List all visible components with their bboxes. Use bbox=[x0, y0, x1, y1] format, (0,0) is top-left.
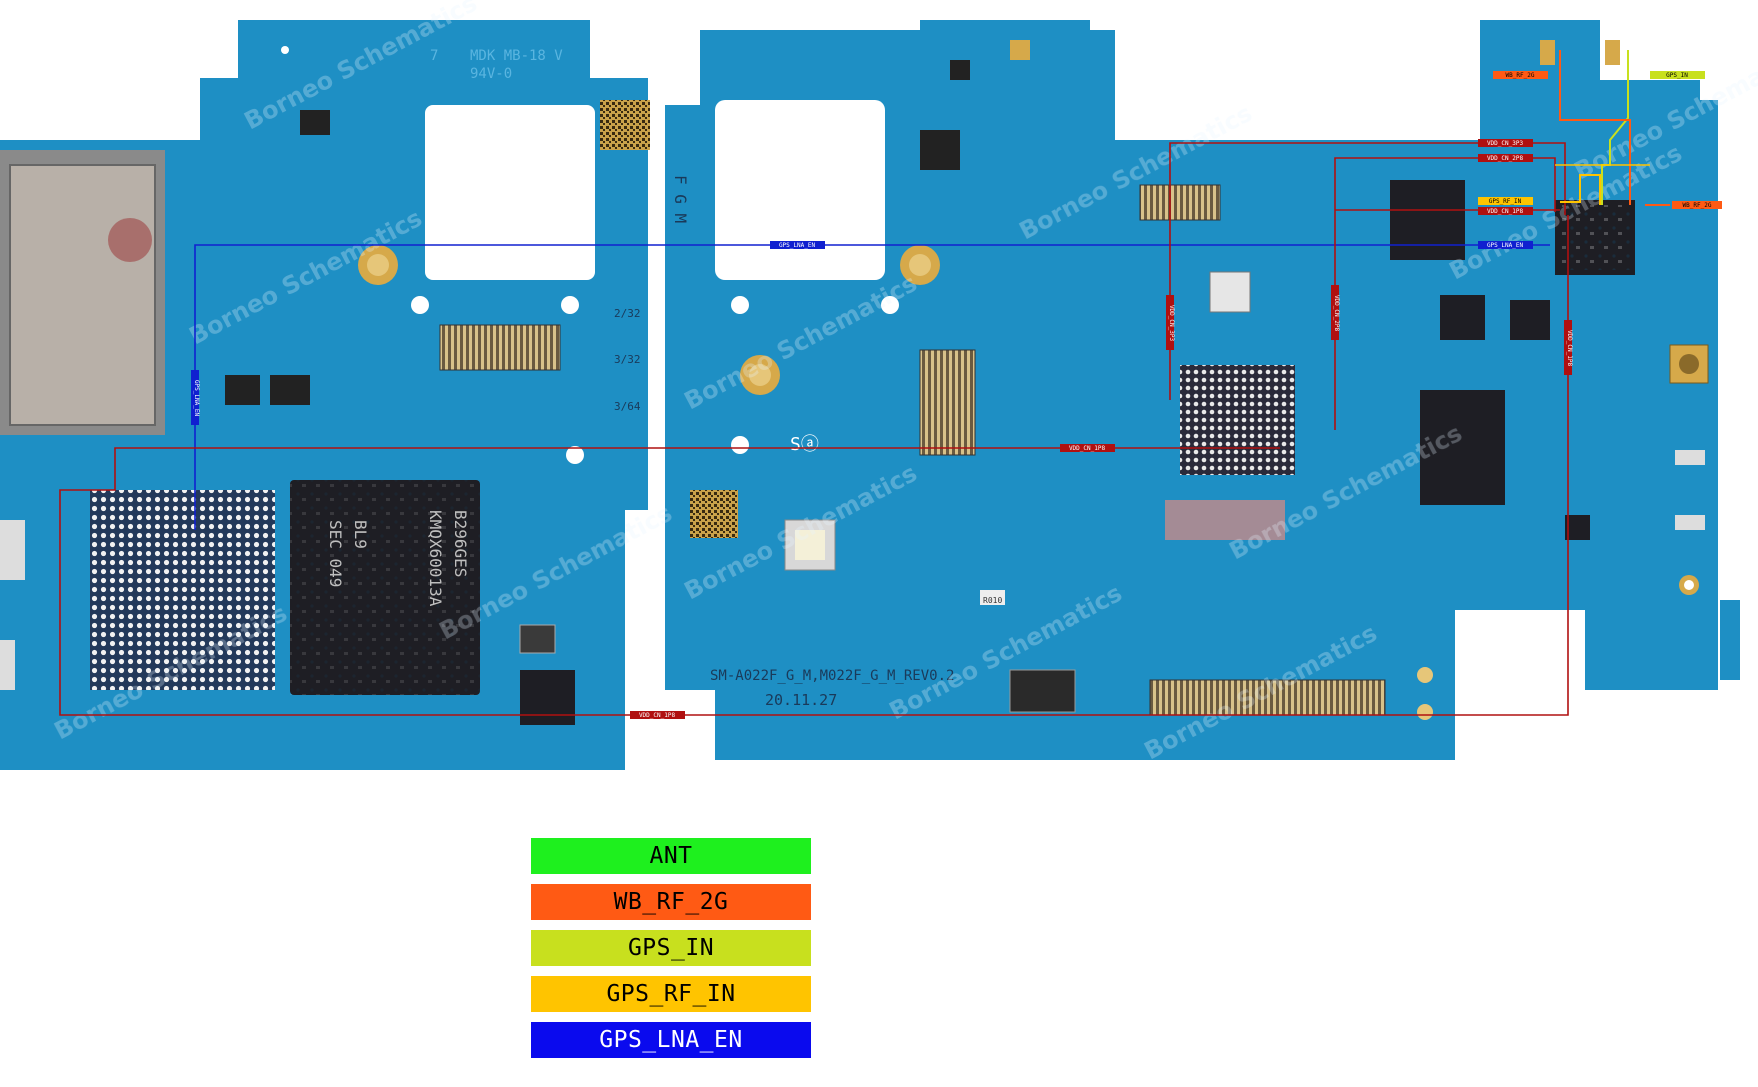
svg-text:VDD_CN_1P8: VDD_CN_1P8 bbox=[639, 712, 676, 719]
net-label-wb-rf-2g-right: WB_RF_2G bbox=[1672, 201, 1722, 209]
net-label-vdd-cn-1p8-right: VDD_CN_1P8 bbox=[1564, 320, 1573, 375]
svg-text:GPS_LNA_EN: GPS_LNA_EN bbox=[779, 242, 816, 249]
svg-text:WB_RF_2G: WB_RF_2G bbox=[1506, 72, 1535, 79]
trace-gps-rf-in bbox=[1560, 174, 1601, 205]
net-label-gps-lna-en-right: GPS_LNA_EN bbox=[1478, 241, 1533, 249]
trace-vdd-cn-1p8 bbox=[59, 215, 1569, 716]
legend-wb-rf-2g: WB_RF_2G bbox=[531, 884, 811, 920]
pcb-board-diagram: SEC 049 BL9 KMQX60013A B296GES 7 MDK MB-… bbox=[0, 20, 1740, 770]
trace-gps-in bbox=[1601, 50, 1629, 205]
net-label-gps-in: GPS_IN bbox=[1650, 71, 1705, 79]
chip-text-4: B296GES bbox=[451, 510, 470, 577]
svg-text:VDD_CN_2P8: VDD_CN_2P8 bbox=[1333, 295, 1340, 332]
net-label-gps-rf-in: GPS_RF_IN bbox=[1478, 197, 1533, 205]
fraction-3-32: 3/32 bbox=[614, 353, 641, 366]
net-label-vdd-cn-2p8-vert: VDD_CN_2P8 bbox=[1331, 285, 1340, 340]
net-label-vdd-cn-2p8-top: VDD_CN_2P8 bbox=[1478, 154, 1533, 162]
net-label-gps-lna-en-left: GPS_LNA_EN bbox=[191, 370, 200, 425]
samsung-logo-icon: Sⓐ bbox=[790, 434, 819, 455]
chip-text-1: SEC 049 bbox=[326, 520, 345, 587]
svg-text:VDD_CN_3P3: VDD_CN_3P3 bbox=[1487, 140, 1524, 147]
fgm-text: F G M bbox=[671, 175, 690, 223]
net-label-gps-lna-en-top: GPS_LNA_EN bbox=[770, 241, 825, 249]
legend-gps-lna-en-label: GPS_LNA_EN bbox=[599, 1027, 743, 1053]
legend-gps-lna-en: GPS_LNA_EN bbox=[531, 1022, 811, 1058]
left-board: SEC 049 BL9 KMQX60013A B296GES 7 MDK MB-… bbox=[0, 20, 650, 770]
legend-ant: ANT bbox=[531, 838, 811, 874]
trace-vdd-cn-3p3 bbox=[1169, 142, 1566, 400]
legend-gps-rf-in-label: GPS_RF_IN bbox=[606, 981, 736, 1007]
v0-text: 94V-0 bbox=[470, 66, 512, 82]
legend-gps-in: GPS_IN bbox=[531, 930, 811, 966]
net-label-layer: GPS_LNA_EN GPS_LNA_EN GPS_LNA_EN VDD_CN_… bbox=[191, 71, 1722, 719]
legend-gps-rf-in: GPS_RF_IN bbox=[531, 976, 811, 1012]
legend-ant-label: ANT bbox=[649, 843, 693, 869]
fraction-3-64: 3/64 bbox=[614, 400, 641, 413]
net-label-vdd-cn-1p8-stack: VDD_CN_1P8 bbox=[1478, 207, 1533, 215]
svg-text:WB_RF_2G: WB_RF_2G bbox=[1683, 202, 1712, 209]
middle-board: F G M SM-A022F_G_M,M022F_G_M_REV0.2 20.1… bbox=[358, 20, 1455, 760]
svg-text:VDD_CN_1P8: VDD_CN_1P8 bbox=[1487, 208, 1524, 215]
svg-text:GPS_LNA_EN: GPS_LNA_EN bbox=[1487, 242, 1524, 249]
svg-text:VDD_CN_3P3: VDD_CN_3P3 bbox=[1168, 305, 1175, 342]
svg-text:GPS_RF_IN: GPS_RF_IN bbox=[1489, 198, 1522, 205]
digit-7: 7 bbox=[430, 48, 438, 64]
svg-text:VDD_CN_1P8: VDD_CN_1P8 bbox=[1566, 330, 1573, 367]
legend-gps-in-label: GPS_IN bbox=[627, 935, 715, 961]
part-text-r010: R010 bbox=[983, 596, 1002, 605]
net-label-vdd-cn-1p8-mid: VDD_CN_1P8 bbox=[1060, 444, 1115, 452]
svg-text:GPS_IN: GPS_IN bbox=[1666, 72, 1688, 79]
svg-text:GPS_LNA_EN: GPS_LNA_EN bbox=[193, 380, 200, 417]
right-board bbox=[1390, 20, 1740, 690]
net-label-vdd-cn-3p3-vert: VDD_CN_3P3 bbox=[1166, 295, 1175, 350]
fraction-2-32: 2/32 bbox=[614, 307, 641, 320]
trace-wb-rf-2g bbox=[1559, 50, 1631, 205]
mdk-text: MDK MB-18 V bbox=[470, 48, 563, 64]
legend-wb-rf-2g-label: WB_RF_2G bbox=[613, 889, 729, 915]
net-label-vdd-cn-3p3-top: VDD_CN_3P3 bbox=[1478, 139, 1533, 147]
net-label-wb-rf-2g-top: WB_RF_2G bbox=[1493, 71, 1548, 79]
net-label-vdd-cn-1p8-bottom: VDD_CN_1P8 bbox=[630, 711, 685, 719]
trace-gps-lna-en bbox=[194, 244, 1550, 530]
board-date-text: 20.11.27 bbox=[765, 691, 837, 709]
chip-text-3: KMQX60013A bbox=[426, 510, 445, 607]
svg-text:VDD_CN_2P8: VDD_CN_2P8 bbox=[1487, 155, 1524, 162]
chip-text-2: BL9 bbox=[351, 520, 370, 549]
svg-text:VDD_CN_1P8: VDD_CN_1P8 bbox=[1069, 445, 1106, 452]
board-model-text: SM-A022F_G_M,M022F_G_M_REV0.2 bbox=[710, 668, 954, 684]
